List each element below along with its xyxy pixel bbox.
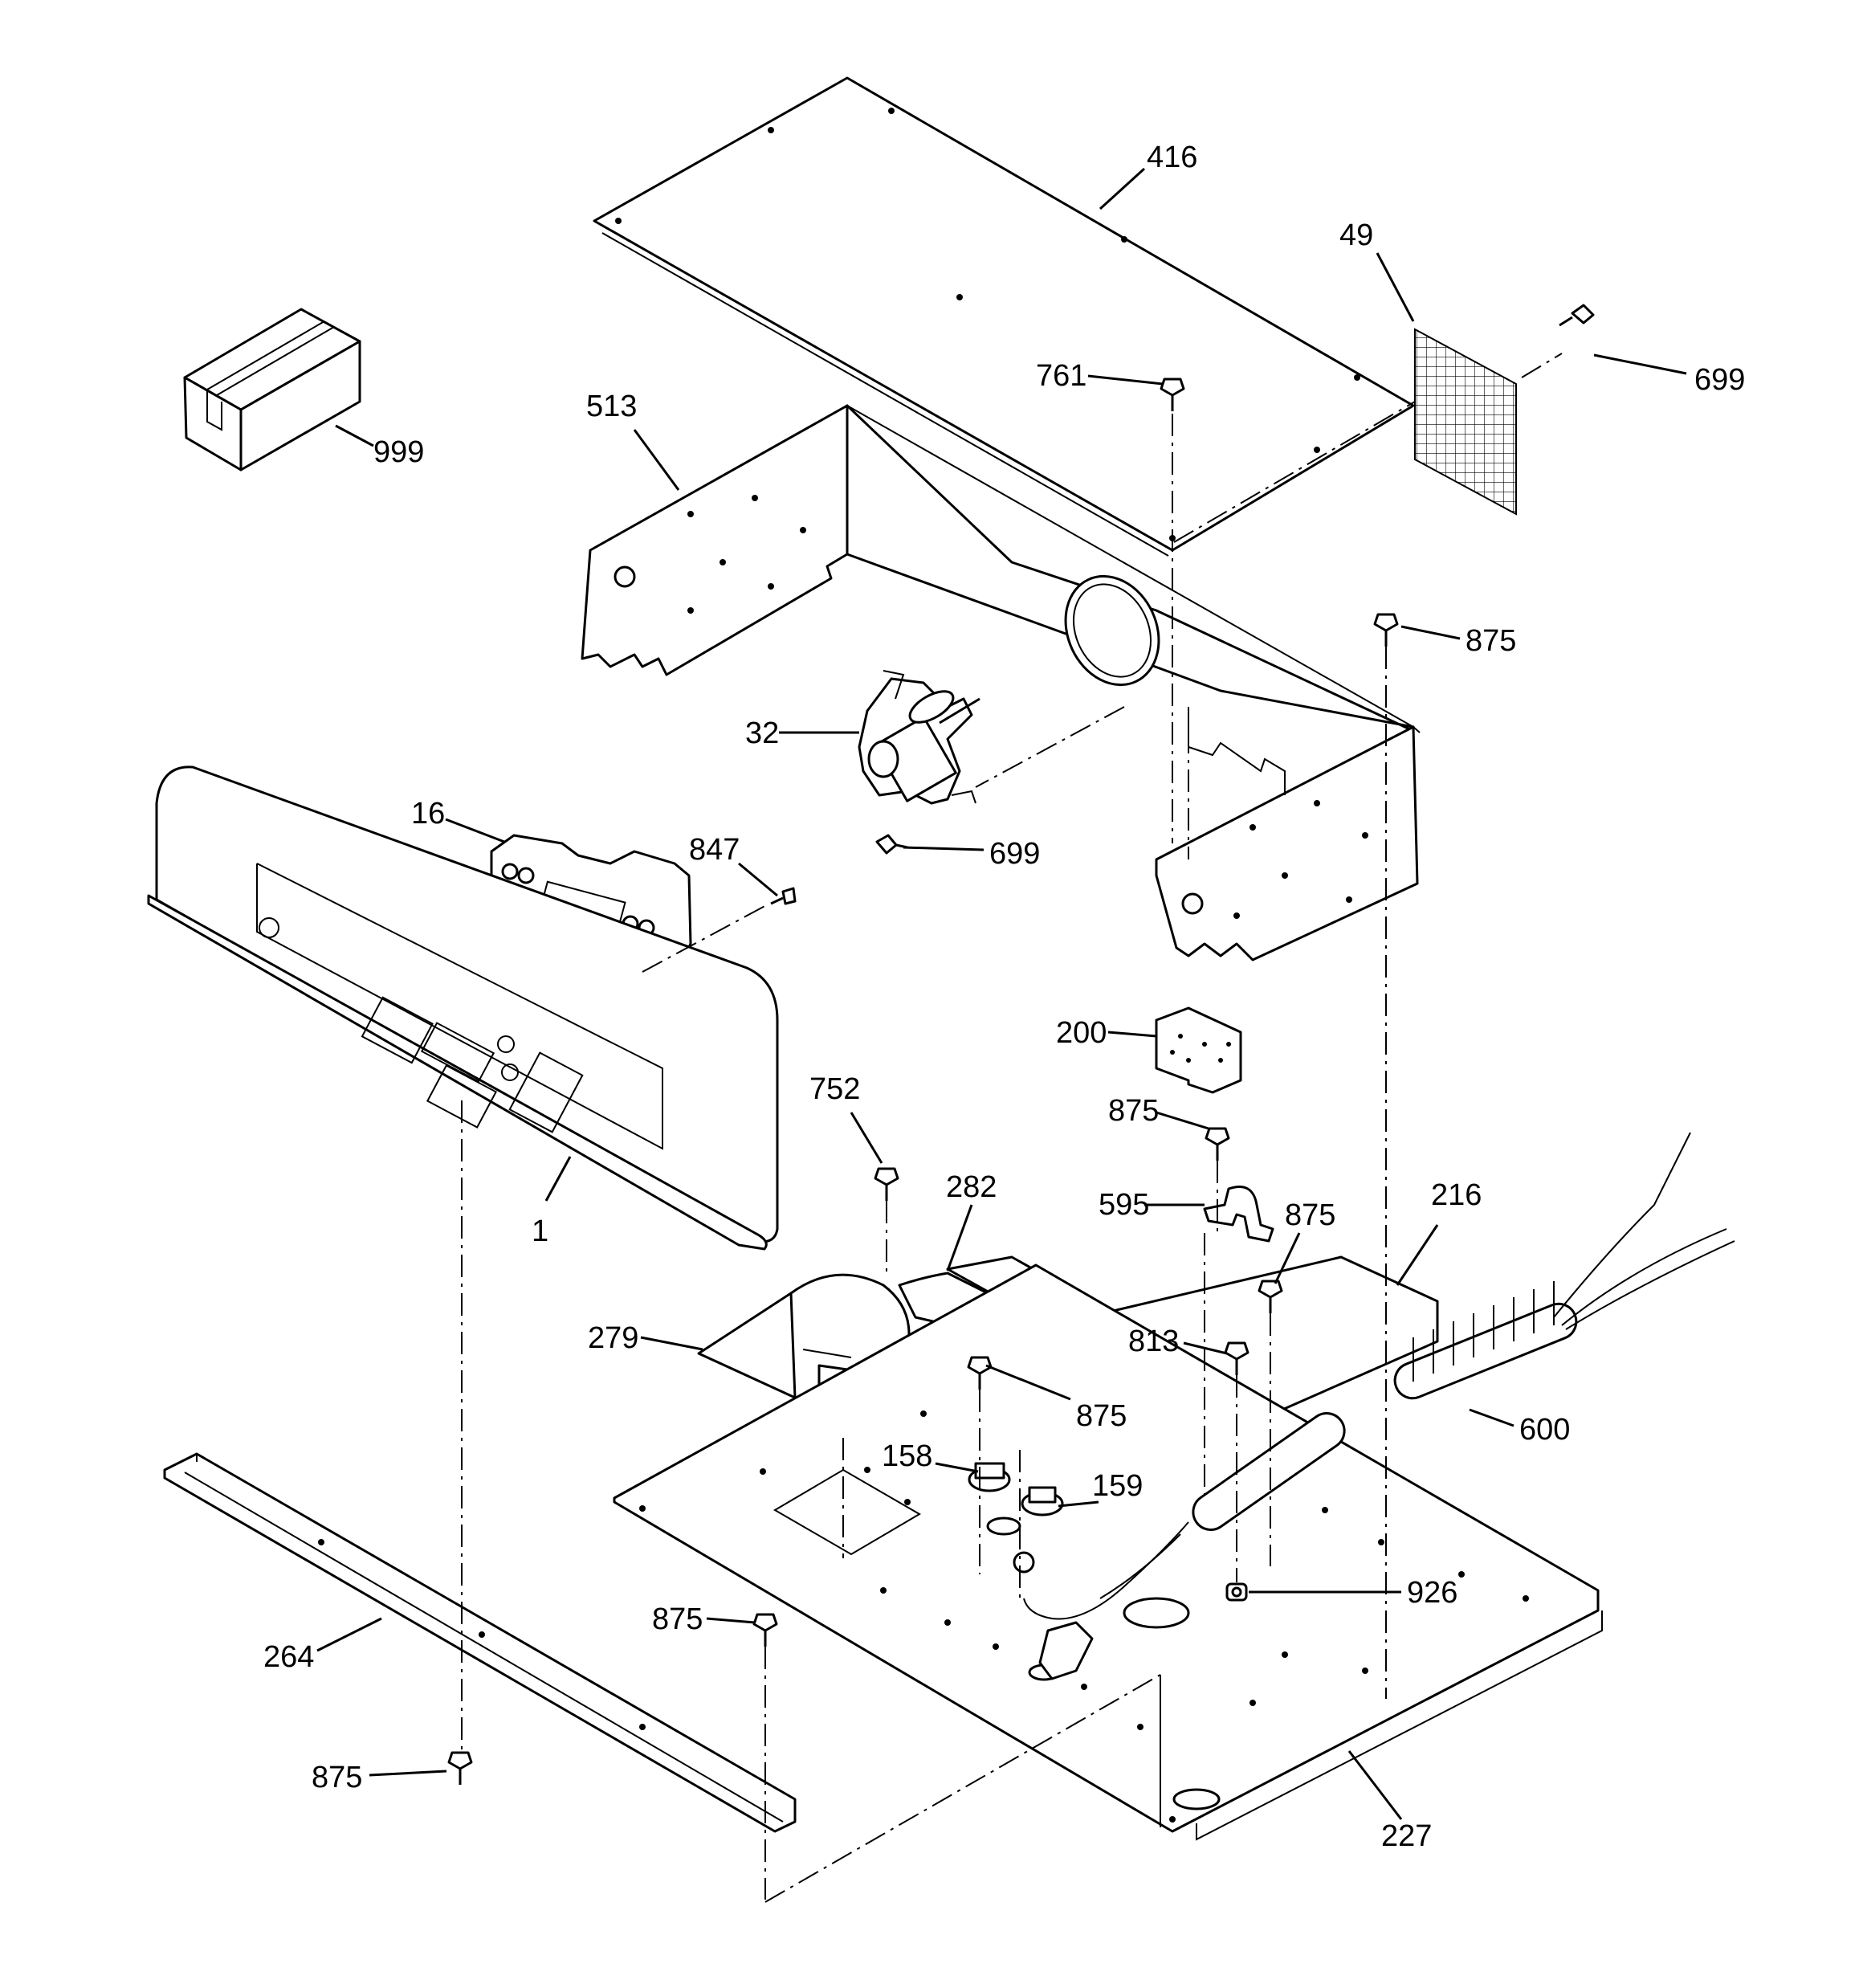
screw-699-top [1559, 304, 1595, 327]
label-875-a: 875 [1466, 624, 1516, 658]
label-216: 216 [1431, 1178, 1482, 1212]
label-699-mid: 699 [989, 837, 1040, 871]
label-200: 200 [1056, 1016, 1107, 1050]
leader-lines [316, 167, 1687, 1820]
label-761: 761 [1036, 359, 1086, 393]
screw-875-f [447, 1751, 473, 1785]
label-699-top: 699 [1694, 363, 1745, 397]
label-158: 158 [882, 1439, 932, 1473]
label-752: 752 [809, 1072, 860, 1106]
front-rail-264 [163, 1452, 797, 1833]
clip-926 [1225, 1582, 1248, 1602]
label-926: 926 [1407, 1576, 1457, 1610]
top-panel-416 [593, 76, 1415, 557]
label-159: 159 [1092, 1469, 1143, 1503]
label-49: 49 [1339, 218, 1373, 252]
label-813: 813 [1128, 1325, 1179, 1358]
clamp-595 [1203, 1186, 1274, 1243]
label-513: 513 [586, 390, 637, 423]
label-875-e: 875 [652, 1602, 703, 1636]
screw-875-b [1205, 1127, 1230, 1161]
thermostat-159 [1021, 1486, 1064, 1517]
mesh-screen-49 [1414, 328, 1517, 516]
label-875-d: 875 [1076, 1399, 1127, 1433]
screw-761 [1160, 378, 1185, 411]
label-595: 595 [1099, 1188, 1149, 1222]
label-1: 1 [532, 1214, 548, 1248]
wiring-harness-600 [1013, 1132, 1735, 1680]
label-999: 999 [373, 435, 424, 469]
screw-875-e [752, 1613, 778, 1647]
base-plate-227 [613, 1263, 1603, 1841]
screw-875-a [1373, 613, 1399, 647]
fan-motor-32 [858, 670, 980, 805]
screws [447, 304, 1595, 1785]
chassis-513 [581, 404, 1421, 961]
label-875-c: 875 [1285, 1198, 1335, 1232]
label-416: 416 [1147, 141, 1197, 174]
screw-699-mid [875, 834, 908, 855]
label-875-b: 875 [1108, 1094, 1159, 1128]
thermostat-158 [968, 1462, 1011, 1492]
control-panel-1 [147, 765, 779, 1251]
carton-999 [183, 308, 361, 471]
label-264: 264 [263, 1640, 314, 1674]
label-16: 16 [411, 797, 445, 831]
insulation-block-200 [1155, 1006, 1242, 1094]
label-279: 279 [588, 1321, 638, 1355]
screw-875-d [967, 1356, 993, 1390]
screw-847 [770, 887, 797, 905]
label-875-f: 875 [312, 1761, 362, 1794]
label-600: 600 [1519, 1413, 1570, 1447]
screw-752 [874, 1167, 899, 1201]
screw-813 [1224, 1341, 1249, 1375]
assembly-lines [461, 353, 1563, 1903]
part-labels: 416 49 699 761 513 999 875 32 16 847 699… [263, 141, 1745, 1853]
label-847: 847 [689, 833, 740, 867]
label-227: 227 [1381, 1819, 1432, 1853]
label-282: 282 [946, 1170, 997, 1204]
label-32: 32 [745, 716, 779, 750]
